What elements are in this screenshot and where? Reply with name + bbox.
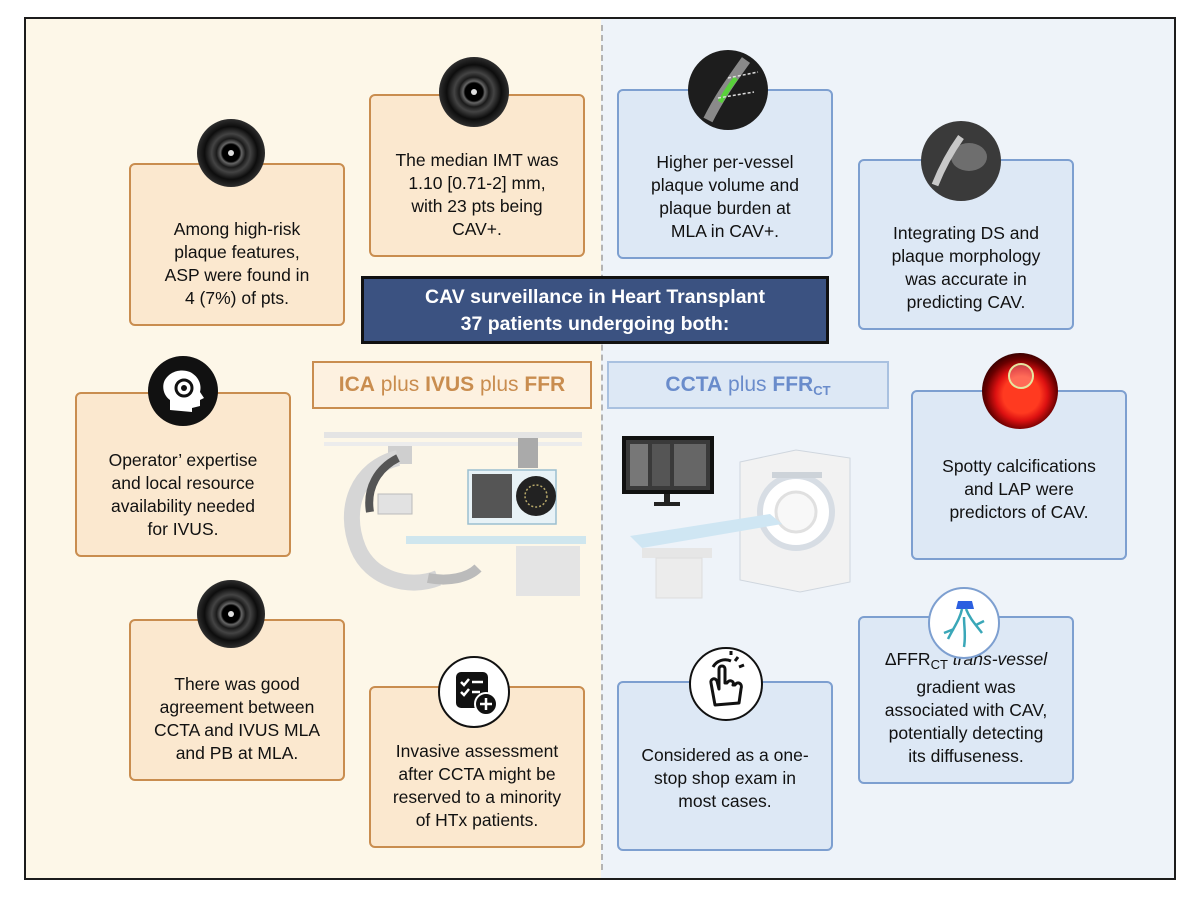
asp-features-card: Among high-risk plaque features, ASP wer… [129, 163, 345, 326]
ct-scanner-illustration [622, 436, 851, 599]
ivus-image-icon [197, 119, 265, 187]
ivus-image-icon [197, 580, 265, 648]
title-line-2: 37 patients undergoing both: [460, 313, 730, 335]
ivus-image-icon [439, 57, 509, 127]
checklist-add-icon [438, 656, 510, 728]
touch-gesture-icon [689, 647, 763, 721]
operator-expertise-icon [148, 356, 218, 426]
ct-plaque-image-icon [921, 121, 1001, 201]
ct-vessel-image-icon [688, 50, 768, 130]
ica-ivus-ffr-label: ICA plus IVUS plus FFR [312, 361, 592, 409]
coronary-tree-icon [928, 587, 1000, 659]
center-dashed-divider [601, 25, 603, 870]
invasive-assessment-card: Invasive assessment after CCTA might be … [369, 686, 585, 848]
plaque-volume-card: Higher per-vessel plaque volume and plaq… [617, 89, 833, 259]
cath-lab-illustration [324, 432, 586, 596]
ccta-ffrct-label: CCTA plus FFRCT [607, 361, 889, 409]
title-line-1: CAV surveillance in Heart Transplant [425, 286, 765, 308]
title-banner: CAV surveillance in Heart Transplant 37 … [361, 276, 829, 344]
ffrct-heatmap-icon [982, 353, 1058, 429]
